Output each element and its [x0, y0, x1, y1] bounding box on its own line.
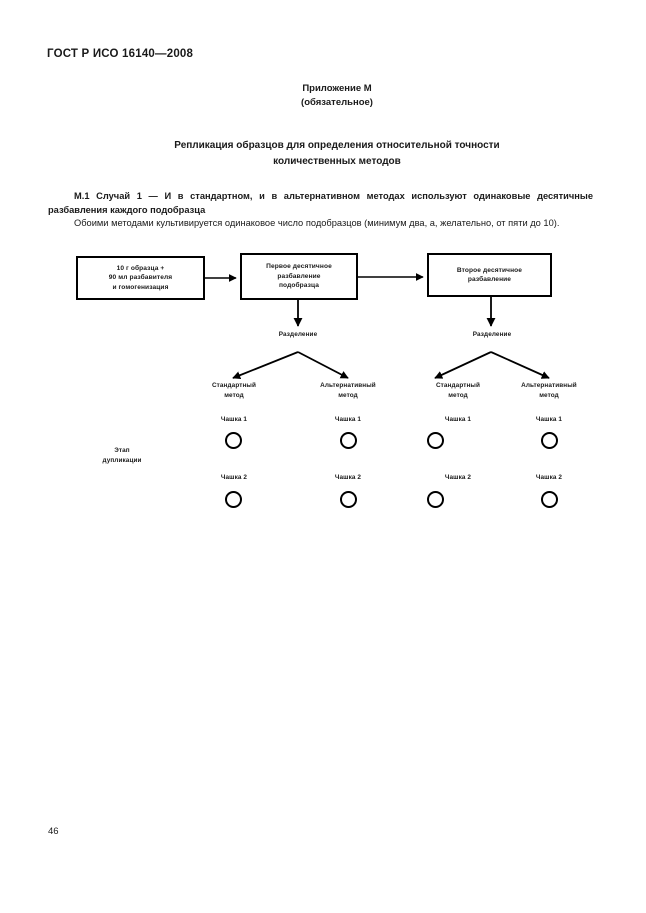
- annex-name: Приложение М: [302, 83, 372, 94]
- clause-text: И в стандартном, и в альтернативном мето…: [48, 191, 594, 215]
- clause-m1-paragraph: Обоими методами культивируется одинаково…: [48, 216, 594, 230]
- flow-label-dish-1-col-2: Чашка 1: [334, 416, 362, 423]
- petri-dish-icon-2-2: [340, 491, 357, 508]
- flow-box-second-decimal-dilution: Второе десятичное разбавление: [427, 253, 552, 297]
- petri-dish-icon-1-2: [340, 432, 357, 449]
- clause-m1: М.1 Случай 1 — И в стандартном, и в альт…: [48, 189, 593, 217]
- petri-dish-icon-2-4: [541, 491, 558, 508]
- annex-title-line-1: Репликация образцов для определения отно…: [174, 140, 500, 151]
- flow-label-dish-2-col-1: Чашка 2: [220, 474, 248, 481]
- petri-dish-icon-2-1: [225, 491, 242, 508]
- flow-label-method-standard-2: Стандартный метод: [435, 382, 481, 399]
- annex-heading: Приложение М (обязательное): [0, 82, 646, 110]
- page-number: 46: [48, 826, 59, 837]
- petri-dish-icon-2-3: [427, 491, 444, 508]
- flow-label-dish-1-col-4: Чашка 1: [535, 416, 563, 423]
- annex-status: (обязательное): [301, 97, 373, 108]
- annex-title-line-2: количественных методов: [273, 155, 401, 167]
- flow-label-dish-2-col-2: Чашка 2: [334, 474, 362, 481]
- petri-dish-icon-1-4: [541, 432, 558, 449]
- flow-label-dish-1-col-1: Чашка 1: [220, 416, 248, 423]
- annex-title: Репликация образцов для определения отно…: [0, 138, 646, 169]
- flow-label-method-alternative-2: Альтернативный метод: [521, 382, 577, 399]
- flow-label-method-standard-1: Стандартный метод: [211, 382, 257, 399]
- flow-label-dish-2-col-3: Чашка 2: [444, 474, 472, 481]
- flow-label-split-1: Разделение: [278, 331, 318, 338]
- flow-label-dish-1-col-3: Чашка 1: [444, 416, 472, 423]
- petri-dish-icon-1-3: [427, 432, 444, 449]
- flow-label-duplication-stage: Этап дупликации: [102, 447, 142, 464]
- clause-number: М.1 Случай 1 —: [74, 191, 165, 201]
- clause-m1-paragraph-text: Обоими методами культивируется одинаково…: [74, 218, 560, 228]
- petri-dish-icon-1-1: [225, 432, 242, 449]
- document-standard-reference: ГОСТ Р ИСО 16140—2008: [47, 48, 194, 60]
- flow-box-sample-homogenization: 10 г образца + 90 мл разбавителя и гомог…: [76, 256, 205, 300]
- flow-box-first-decimal-dilution: Первое десятичное разбавление подобразца: [240, 253, 358, 300]
- flow-label-split-2: Разделение: [472, 331, 512, 338]
- flow-label-dish-2-col-4: Чашка 2: [535, 474, 563, 481]
- flow-label-method-alternative-1: Альтернативный метод: [320, 382, 376, 399]
